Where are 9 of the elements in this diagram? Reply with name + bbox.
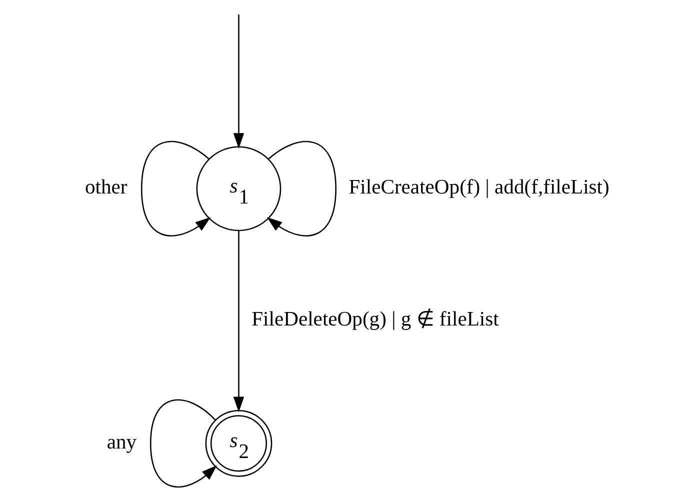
edge-label: FileDeleteOp(g) | g ∉ fileList: [251, 308, 498, 330]
arrow: [266, 140, 336, 236]
edge-label: FileCreateOp(f) | add(f,fileList): [348, 176, 609, 199]
edge-label: other: [84, 176, 127, 199]
arrow: [140, 140, 210, 236]
arrow: [149, 399, 216, 488]
edge-label: any: [106, 431, 136, 454]
arrow: [232, 231, 244, 412]
arrow: [232, 14, 244, 149]
